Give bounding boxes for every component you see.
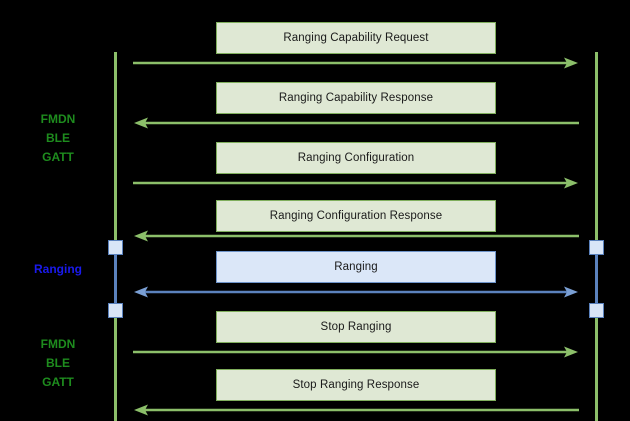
message-box-ranging-capability-request[interactable]: Ranging Capability Request	[216, 22, 496, 54]
arrow-stop-ranging-response	[132, 403, 580, 417]
message-box-ranging-configuration[interactable]: Ranging Configuration	[216, 142, 496, 174]
arrow-ranging-capability-response	[132, 116, 580, 130]
activation-bar-left	[114, 247, 117, 309]
arrow-stop-ranging	[132, 345, 580, 359]
phase-label-fmdn-ble-gatt-bottom: FMDN BLE GATT	[40, 337, 76, 389]
lifeline-right	[595, 52, 598, 421]
message-box-ranging-capability-response[interactable]: Ranging Capability Response	[216, 82, 496, 114]
arrow-ranging-configuration	[132, 176, 580, 190]
message-box-ranging-configuration-response[interactable]: Ranging Configuration Response	[216, 200, 496, 232]
activation-end-left	[108, 303, 123, 318]
activation-end-right	[589, 303, 604, 318]
message-box-stop-ranging-response[interactable]: Stop Ranging Response	[216, 369, 496, 401]
arrow-ranging-bidirectional	[132, 285, 580, 299]
activation-bar-right	[595, 247, 598, 309]
arrow-ranging-capability-request	[132, 56, 580, 70]
lifeline-left	[114, 52, 117, 421]
phase-label-ranging: Ranging	[34, 262, 82, 276]
message-box-stop-ranging[interactable]: Stop Ranging	[216, 311, 496, 343]
phase-label-fmdn-ble-gatt-top: FMDN BLE GATT	[40, 112, 76, 164]
activation-start-right	[589, 240, 604, 255]
message-box-ranging[interactable]: Ranging	[216, 251, 496, 283]
activation-start-left	[108, 240, 123, 255]
